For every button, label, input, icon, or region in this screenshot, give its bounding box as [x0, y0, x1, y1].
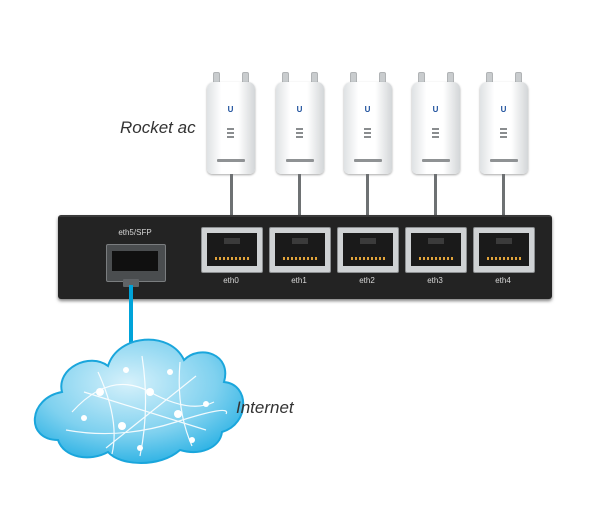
port-label: eth3 [427, 276, 443, 285]
rocket-ac-radio-icon: U [276, 72, 324, 174]
ethernet-port [201, 227, 263, 273]
sfp-port-label: eth5/SFP [118, 228, 152, 237]
internet-label: Internet [236, 398, 294, 417]
port-label: eth4 [495, 276, 511, 285]
port-label: eth0 [223, 276, 239, 285]
rocket-ac-radio-icon: U [344, 72, 392, 174]
rocket-ac-label: Rocket ac [120, 118, 196, 137]
ethernet-cable [366, 174, 369, 230]
edgerouter-icon: eth5/SFP eth0 eth1 eth2 eth3 eth4 [58, 215, 552, 299]
rocket-ac-radio-icon: U [412, 72, 460, 174]
ethernet-cable [502, 174, 505, 230]
fiber-cable [129, 285, 133, 357]
ethernet-cable [298, 174, 301, 230]
port-label: eth2 [359, 276, 375, 285]
ethernet-cable [230, 174, 233, 230]
ethernet-port [337, 227, 399, 273]
sfp-connector [123, 279, 139, 287]
port-label: eth1 [291, 276, 307, 285]
rocket-ac-radio-icon: U [480, 72, 528, 174]
ethernet-port [405, 227, 467, 273]
ethernet-port [473, 227, 535, 273]
ethernet-port [269, 227, 331, 273]
sfp-port [106, 244, 166, 282]
ethernet-cable [434, 174, 437, 230]
rocket-ac-radio-icon: U [207, 72, 255, 174]
